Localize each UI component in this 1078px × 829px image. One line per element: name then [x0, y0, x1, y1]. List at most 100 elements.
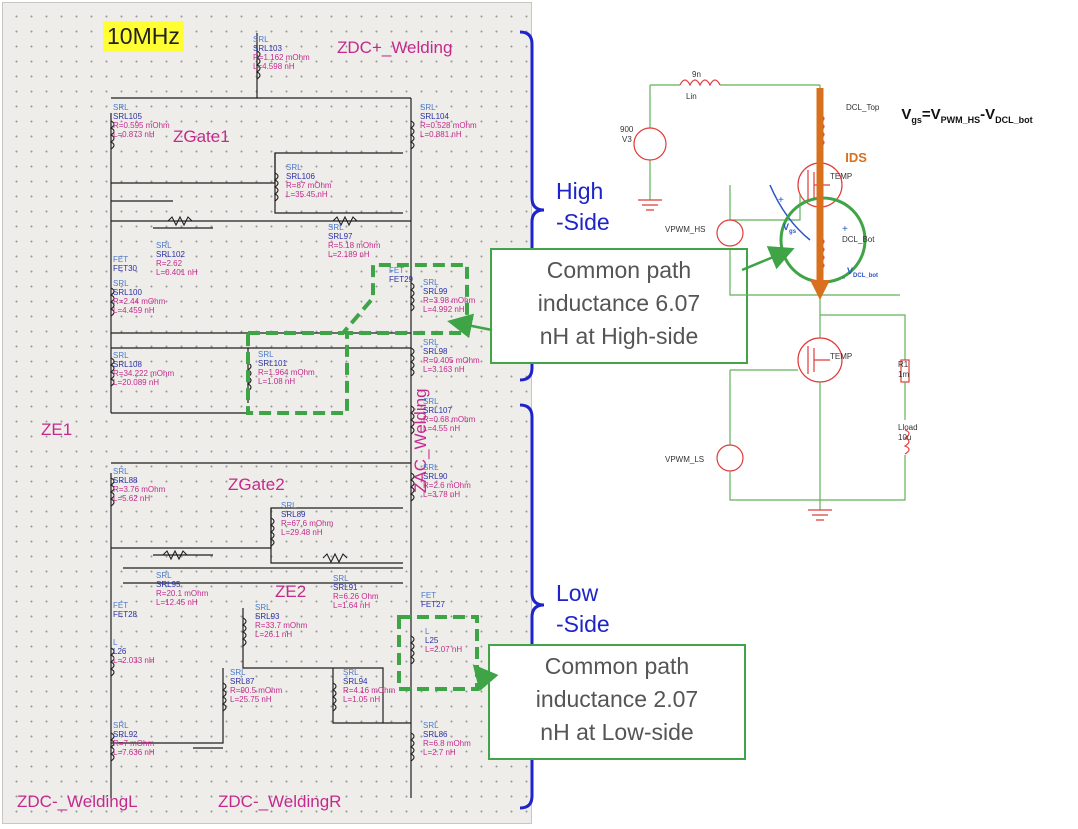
- component-srl86-r: R=6.8 mOhm: [423, 739, 471, 748]
- dcl-top-label: DCL_Top: [846, 103, 880, 112]
- coil-2: [409, 120, 415, 150]
- vpwm-hs-label: VPWM_HS: [665, 225, 706, 234]
- vgs-small-label: Vgs: [778, 214, 796, 235]
- component-fet27-name: FET27: [421, 600, 446, 609]
- resistor-0: [167, 215, 193, 227]
- ze2-label: ZE2: [275, 582, 307, 601]
- component-srl104-r: R=0.528 mOhm: [420, 121, 477, 130]
- lload-value: 10u: [898, 433, 912, 442]
- component-srl102-type: SRL: [156, 241, 172, 250]
- coil-16: [331, 682, 337, 712]
- coil-0: [255, 50, 261, 80]
- component-srl108-l: L=20.089 nH: [113, 378, 160, 387]
- vdcl-bot-label: VDCL_bot: [842, 258, 878, 279]
- component-srl97-r: R=5.18 mOhm: [328, 241, 381, 250]
- component-srl103-name: SRL103: [253, 44, 282, 53]
- component-srl90-name: SRL90: [423, 472, 448, 481]
- low-side-line2: -Side: [556, 611, 610, 637]
- coil-13: [109, 647, 115, 677]
- coil-12: [269, 517, 275, 547]
- component-srl95-name: SRL95: [156, 580, 181, 589]
- component-srl107-l: L=4.55 nH: [423, 424, 461, 433]
- component-srl89-l: L=29.48 nH: [281, 528, 323, 537]
- component-srl108-r: R=34.222 mOhm: [113, 369, 175, 378]
- component-srl89-r: R=67.6 mOhm: [281, 519, 334, 528]
- coil-6: [109, 357, 115, 387]
- high-callout-line1: Common path: [546, 257, 692, 283]
- component-fet28-type: FET: [113, 601, 129, 610]
- low-callout-line3: nH at Low-side: [540, 719, 694, 745]
- component-srl100-r: R=2.44 mOhm: [113, 297, 166, 306]
- component-srl102-l: L=0.401 nH: [156, 268, 198, 277]
- zgate1-label: ZGate1: [173, 127, 230, 146]
- lload-name: Lload: [898, 423, 918, 432]
- v3-source: [633, 127, 667, 161]
- component-srl104-name: SRL104: [420, 112, 449, 121]
- component-srl105-name: SRL105: [113, 112, 142, 121]
- component-srl102-r: R=2.62: [156, 259, 183, 268]
- eq-sub1: PWM_HS: [940, 115, 981, 125]
- component-srl91-type: SRL: [333, 574, 349, 583]
- component-l26-type: L: [113, 638, 118, 647]
- coil-4: [109, 287, 115, 317]
- component-fet30-type: FET: [113, 255, 129, 264]
- component-l25-type: L: [425, 627, 430, 636]
- zdc-plus-label: ZDC+_Welding: [337, 38, 453, 57]
- component-srl94-name: SRL94: [343, 677, 368, 686]
- coil-3: [273, 172, 279, 202]
- component-srl106-type: SRL: [286, 163, 302, 172]
- component-srl88-l: L=5.62 nH: [113, 494, 151, 503]
- high-side-common-path-highlight: [246, 263, 469, 415]
- component-srl86-type: SRL: [423, 721, 439, 730]
- eq-vgs: V: [901, 106, 912, 123]
- component-srl97-type: SRL: [328, 223, 344, 232]
- eq-v1: =V: [921, 106, 941, 123]
- dcl-bot-minus: -: [842, 273, 846, 284]
- component-srl91-l: L=1.64 nH: [333, 601, 371, 610]
- high-callout-line3: nH at High-side: [539, 323, 699, 349]
- ze1-label: ZE1: [41, 420, 73, 439]
- ids-current-arrowhead: [810, 280, 830, 300]
- low-side-line1: Low: [556, 580, 599, 606]
- vpwm-ls-source: [716, 444, 744, 472]
- vgs-equation: Vgs=VPWM_HS-VDCL_bot: [893, 92, 1033, 125]
- component-srl97-l: L=2.189 nH: [328, 250, 370, 259]
- high-side-line1: High: [556, 178, 604, 204]
- component-srl86-l: L=2.7 nH: [423, 748, 456, 757]
- component-srl92-name: SRL92: [113, 730, 138, 739]
- coil-9: [409, 405, 415, 435]
- dcl-bot-plus: +: [842, 224, 848, 235]
- component-srl104-l: L=0.881 nH: [420, 130, 462, 139]
- low-callout-line2: inductance 2.07: [535, 686, 699, 712]
- high-side-brace: [519, 30, 545, 382]
- component-l25-l: L=2.07 nH: [425, 645, 463, 654]
- component-srl101-type: SRL: [258, 350, 274, 359]
- high-callout-line2: inductance 6.07: [537, 290, 701, 316]
- component-l25-name: L25: [425, 636, 439, 645]
- zdc-minus-right-label: ZDC-_WeldingR: [218, 792, 342, 811]
- component-srl91-r: R=6.26 Ohm: [333, 592, 379, 601]
- temp-ls-label: TEMP: [830, 352, 853, 361]
- component-srl101-r: R=1.964 mOhm: [258, 368, 315, 377]
- zdc-minus-left-label: ZDC-_WeldingL: [17, 792, 138, 811]
- component-srl107-r: R=0.68 mOhm: [423, 415, 476, 424]
- component-srl98-name: SRL98: [423, 347, 448, 356]
- eq-sub2: DCL_bot: [995, 115, 1033, 125]
- component-srl99-l: L=4.992 nH: [423, 305, 465, 314]
- vdcl-bot-v: V: [847, 266, 854, 276]
- low-side-brace: [519, 403, 545, 810]
- coil-1: [109, 120, 115, 150]
